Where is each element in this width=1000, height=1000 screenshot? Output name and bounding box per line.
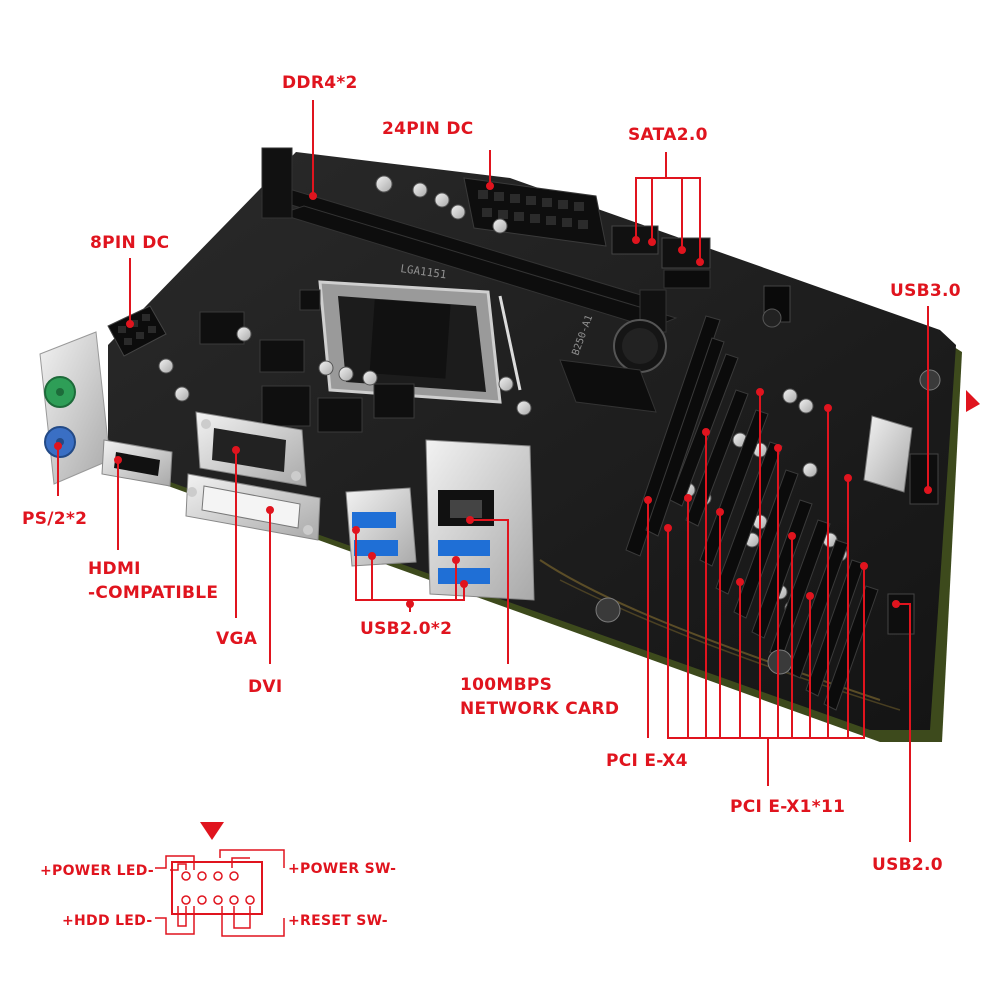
usb2-label: USB2.0 [872,855,943,875]
dvi-port [185,473,321,541]
pcie-x4-label: PCI E-X4 [606,751,688,771]
vrm-components [199,289,415,433]
pcie-x1-label: PCI E-X1*11 [730,797,846,817]
molex-connector [863,415,913,493]
usb3-header [909,453,939,505]
hdmi-label-line2: -COMPATIBLE [88,583,219,603]
power-sw-label: +POWER SW- [288,861,397,877]
bios-chip [762,285,791,328]
front-panel-header [155,849,285,937]
hdd-led-label: +HDD LED- [62,913,153,929]
cmos-battery [613,319,667,373]
hdmi-label-line1: HDMI [88,559,141,579]
dvi-label: DVI [248,677,283,697]
hdmi-port [101,439,173,487]
power-led-label: +POWER LED- [40,863,155,879]
cpu-socket: LGA1151 [318,262,522,404]
cpu-8pin-label: 8PIN DC [90,233,170,253]
cpu-8pin-connector [107,305,167,357]
ps2-ports [39,331,111,485]
usb-stack-left [345,487,417,567]
board-screw-holes [595,369,941,675]
ddr4-label: DDR4*2 [282,73,358,93]
socket-marking: LGA1151 [400,262,448,281]
usb2x2-label: USB2.0*2 [360,619,453,639]
vga-port [195,411,307,487]
reset-sw-label: +RESET SW- [288,913,388,929]
ps2-label: PS/2*2 [22,509,88,529]
network-label-line2: NETWORK CARD [460,699,620,719]
usb3-label: USB3.0 [890,281,961,301]
leader-lines [54,100,932,842]
network-label-line1: 100MBPS [460,675,553,695]
pcie-slots [625,315,879,711]
vga-label: VGA [216,629,258,649]
atx-24pin-label: 24PIN DC [382,119,474,139]
pin1-arrow-icon [966,390,980,412]
sata-label: SATA2.0 [628,125,708,145]
front-panel-arrow-icon [200,822,224,840]
